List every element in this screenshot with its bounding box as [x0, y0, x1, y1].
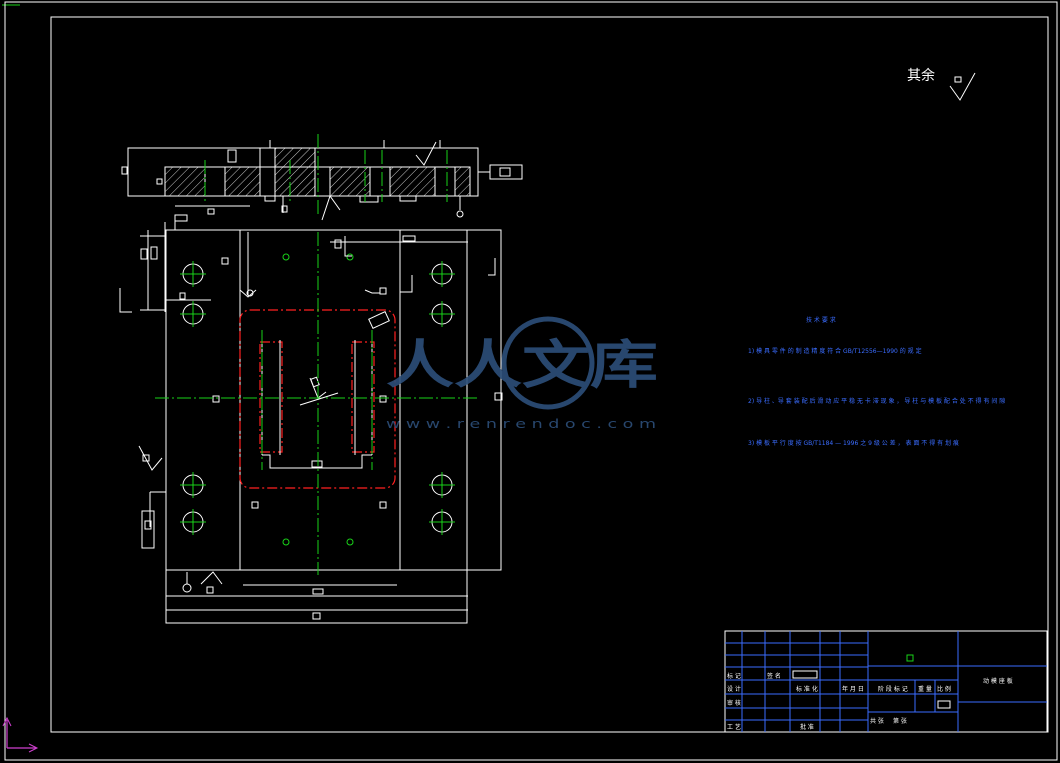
tb-sheet-0: 共 张 [870, 717, 884, 725]
tb-mid-1: 标 准 化 [796, 685, 818, 693]
tb-sheet-1: 第 张 [893, 717, 907, 725]
tb-mid-0: 签 名 [767, 672, 781, 680]
outer-border [4, 1, 1058, 761]
watermark-logo-icon [501, 316, 595, 410]
watermark-brand: 人人文库 [386, 336, 658, 396]
note-line-2: 2) 导 柱 、导 套 装 配 后 滑 动 应 平 稳 无 卡 滞 现 象 ， … [748, 397, 1005, 405]
inner-frame [50, 16, 1049, 733]
tb-row-0: 标 记 [727, 672, 741, 680]
tb-drawing-name: 动 模 座 板 [983, 677, 1013, 685]
tb-stage-0: 阶 段 标 记 [878, 685, 908, 693]
corner-marker-icon [2, 2, 20, 14]
tb-row-1: 设 计 [727, 685, 741, 693]
ucs-icon [2, 716, 39, 753]
tb-row-2: 审 核 [727, 699, 741, 707]
watermark-url: w w w . r e n r e n d o c . c o m [386, 417, 656, 431]
technical-notes: 技 术 要 求 1) 模 具 零 件 的 制 造 精 度 符 合 GB/T125… [748, 316, 1005, 447]
section-view [121, 134, 523, 221]
note-line-3: 3) 模 板 平 行 度 按 GB/T1184 — 1996 之 9 级 公 差… [748, 439, 959, 447]
plan-view [119, 214, 503, 624]
watermark: 人人文库 w w w . r e n r e n d o c . c o m [386, 316, 658, 431]
tb-stage-2: 比 例 [937, 685, 951, 693]
guide-holes [180, 253, 455, 546]
title-block: 标 记 设 计 审 核 工 艺 签 名 标 准 化 年 月 日 阶 段 标 记 … [724, 630, 1048, 733]
tb-approve: 批 准 [800, 723, 814, 731]
tb-mid-2: 年 月 日 [842, 685, 864, 693]
notes-title: 技 术 要 求 [806, 316, 836, 324]
tb-row-3: 工 艺 [727, 723, 741, 731]
roughness-symbol-icon [949, 72, 976, 101]
surface-finish-label: 其余 [907, 67, 935, 84]
tb-stage-1: 重 量 [918, 685, 932, 693]
note-line-1: 1) 模 具 零 件 的 制 造 精 度 符 合 GB/T12556—1990 … [748, 347, 922, 355]
